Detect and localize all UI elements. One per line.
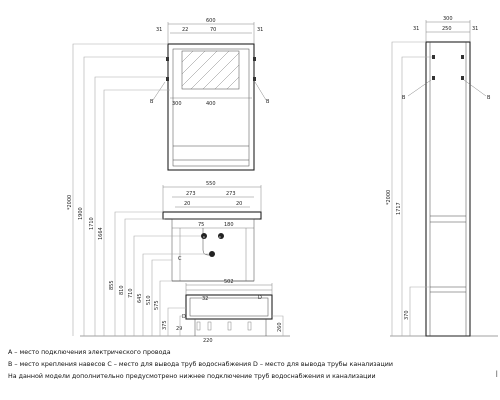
dim-cabinet-sub-left: 20: [184, 201, 190, 207]
front-height-lines: [72, 43, 290, 337]
dim-cabinet-inner: 273: [186, 191, 196, 197]
height-label-10: 375: [162, 320, 168, 330]
side-cabinet: [390, 20, 498, 337]
label-b-right: B: [266, 99, 270, 105]
height-label-9: 575: [154, 300, 160, 310]
side-label-b-left: B: [402, 95, 406, 101]
side-height-0: *2000: [386, 190, 392, 205]
dim-mirror-left: 31: [156, 27, 162, 33]
legend-line-2: В – место крепления навесов С – место дл…: [8, 361, 393, 368]
height-label-6: 710: [128, 288, 134, 298]
height-label-0: *2000: [67, 195, 73, 210]
dim-cabinet-sub-right: 20: [236, 201, 242, 207]
vanity-unit: C C: [162, 185, 273, 336]
svg-text:C: C: [203, 235, 205, 239]
label-c: C: [178, 256, 182, 262]
side-dim-left: 31: [413, 26, 419, 32]
mirror-dimension-labels: 600 31 22 70 31 300 400 B B: [150, 18, 270, 107]
height-label-3: 1664: [98, 227, 104, 240]
side-dim-mid: 250: [442, 26, 452, 32]
dim-drawer-width: 502: [224, 279, 234, 285]
dim-cabinet-small-1: 75: [198, 222, 204, 228]
dim-cabinet-small-2: 180: [224, 222, 234, 228]
mirror-cabinet: [166, 22, 256, 171]
dim-bottom-2: 220: [203, 338, 213, 344]
side-dimension-labels: 300 31 250 31 B B *2000 1717 370: [386, 16, 491, 320]
corner-mark: I: [495, 370, 498, 380]
dim-cabinet-total: 550: [206, 181, 216, 187]
side-height-1: 1717: [396, 202, 402, 215]
svg-text:C: C: [219, 235, 221, 239]
dim-bottom-1: 29: [176, 326, 182, 332]
side-label-b-right: B: [487, 95, 491, 101]
legend-line-3: На данной модели дополнительно предусмот…: [8, 373, 376, 380]
front-height-labels: *2000 1900 1710 1664 855 810 710 645 510…: [67, 195, 283, 332]
label-d2: D: [182, 314, 186, 320]
dim-mirror-gap: 400: [206, 101, 216, 107]
side-dim-right: 31: [472, 26, 478, 32]
dim-mirror-total: 600: [206, 18, 216, 24]
dim-mirror-mid: 70: [210, 27, 216, 33]
dim-mirror-right: 31: [257, 27, 263, 33]
legend-line-1: А – место подключения электрического про…: [8, 349, 171, 356]
height-label-5: 810: [119, 285, 125, 295]
dim-mirror-gap-left: 300: [172, 101, 182, 107]
side-height-2: 370: [404, 310, 410, 320]
height-label-8: 510: [146, 295, 152, 305]
height-label-11: 260: [277, 322, 283, 332]
dim-mirror-mid-left: 22: [182, 27, 188, 33]
side-dim-total: 300: [443, 16, 453, 22]
label-d: D: [258, 295, 262, 301]
vanity-dimension-labels: 550 273 273 20 20 75 180 502 32 C D D 29…: [176, 181, 262, 344]
height-label-4: 855: [109, 280, 115, 290]
height-label-2: 1710: [89, 217, 95, 230]
label-b-left: B: [150, 99, 154, 105]
height-label-1: 1900: [78, 207, 84, 220]
dim-drawer-depth: 32: [202, 296, 208, 302]
dim-cabinet-right: 273: [226, 191, 236, 197]
height-label-7: 645: [137, 293, 143, 303]
